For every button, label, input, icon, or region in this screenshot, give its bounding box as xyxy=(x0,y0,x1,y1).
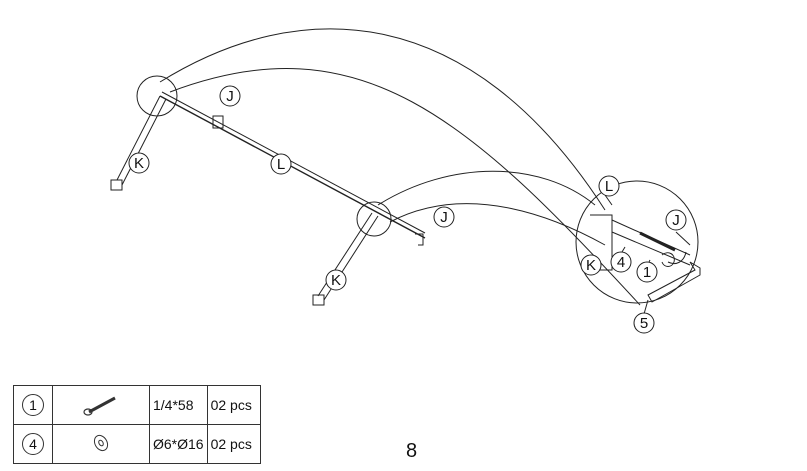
callout-k-left-circle xyxy=(128,152,150,174)
detail-bracket xyxy=(590,214,613,271)
part-size: Ø6*Ø16 xyxy=(149,424,208,464)
callout-4-detail-circle xyxy=(610,251,632,273)
part-qty: 02 pcs xyxy=(206,424,261,464)
parts-row: 4 Ø6*Ø16 02 pcs xyxy=(13,424,261,464)
callout-1-detail: 1 xyxy=(643,264,651,281)
magnifier-left xyxy=(136,75,178,117)
magnifier-leader-line xyxy=(159,28,606,211)
detail-leader xyxy=(604,194,613,206)
parts-row: 1 1/4*58 02 pcs xyxy=(13,385,261,425)
leg-k-front xyxy=(312,212,379,306)
magnifier-leader-line xyxy=(389,203,606,246)
callout-5-detail-circle xyxy=(633,312,655,334)
callout-k-front: K xyxy=(331,272,341,289)
detail-leader xyxy=(621,246,626,253)
detail-leader xyxy=(675,231,691,246)
callout-k-left: K xyxy=(134,155,144,172)
callout-k-front-circle xyxy=(325,269,347,291)
detail-leader xyxy=(648,259,651,263)
connector-j xyxy=(212,115,224,129)
bolt-icon xyxy=(83,396,116,416)
parts-table: 1 1/4*58 02 pcs 4 Ø6*Ø16 02 pcs xyxy=(13,385,261,464)
callout-j-mid: J xyxy=(440,209,448,226)
part-qty: 02 pcs xyxy=(206,385,261,425)
part-size: 1/4*58 xyxy=(149,385,208,425)
detail-leader xyxy=(643,299,649,315)
page-number: 8 xyxy=(406,440,418,462)
washer-icon xyxy=(93,434,109,451)
leg-k-left xyxy=(110,95,167,191)
callout-4-detail: 4 xyxy=(617,254,625,271)
callout-j-detail: J xyxy=(672,212,680,229)
callout-j-detail-circle xyxy=(665,209,687,231)
callout-5-detail: 5 xyxy=(640,315,648,332)
magnifier-middle xyxy=(356,201,392,237)
callout-1-detail-circle xyxy=(636,261,658,283)
detail-arrow xyxy=(667,251,687,265)
callout-j-top: J xyxy=(226,88,234,105)
callout-l-detail-circle xyxy=(598,175,620,197)
magnifier-leader-line xyxy=(377,170,596,206)
bar-l xyxy=(159,95,426,239)
callout-l-detail: L xyxy=(605,178,613,195)
detail-circle xyxy=(575,180,699,304)
part-number: 1 xyxy=(22,394,44,416)
callout-l-mid-circle xyxy=(270,153,292,175)
bar-l xyxy=(161,91,426,234)
callout-j-top-circle xyxy=(219,85,241,107)
detail-knob xyxy=(661,252,675,267)
detail-part-5 xyxy=(647,261,701,303)
callout-k-detail-circle xyxy=(580,254,602,276)
connector-j xyxy=(415,233,424,246)
callout-k-detail: K xyxy=(586,257,596,274)
part-number: 4 xyxy=(22,433,44,455)
magnifier-leader-line xyxy=(169,68,641,306)
callout-l-mid: L xyxy=(277,156,285,173)
callout-j-mid-circle xyxy=(433,206,455,228)
detail-bolt xyxy=(639,231,676,252)
